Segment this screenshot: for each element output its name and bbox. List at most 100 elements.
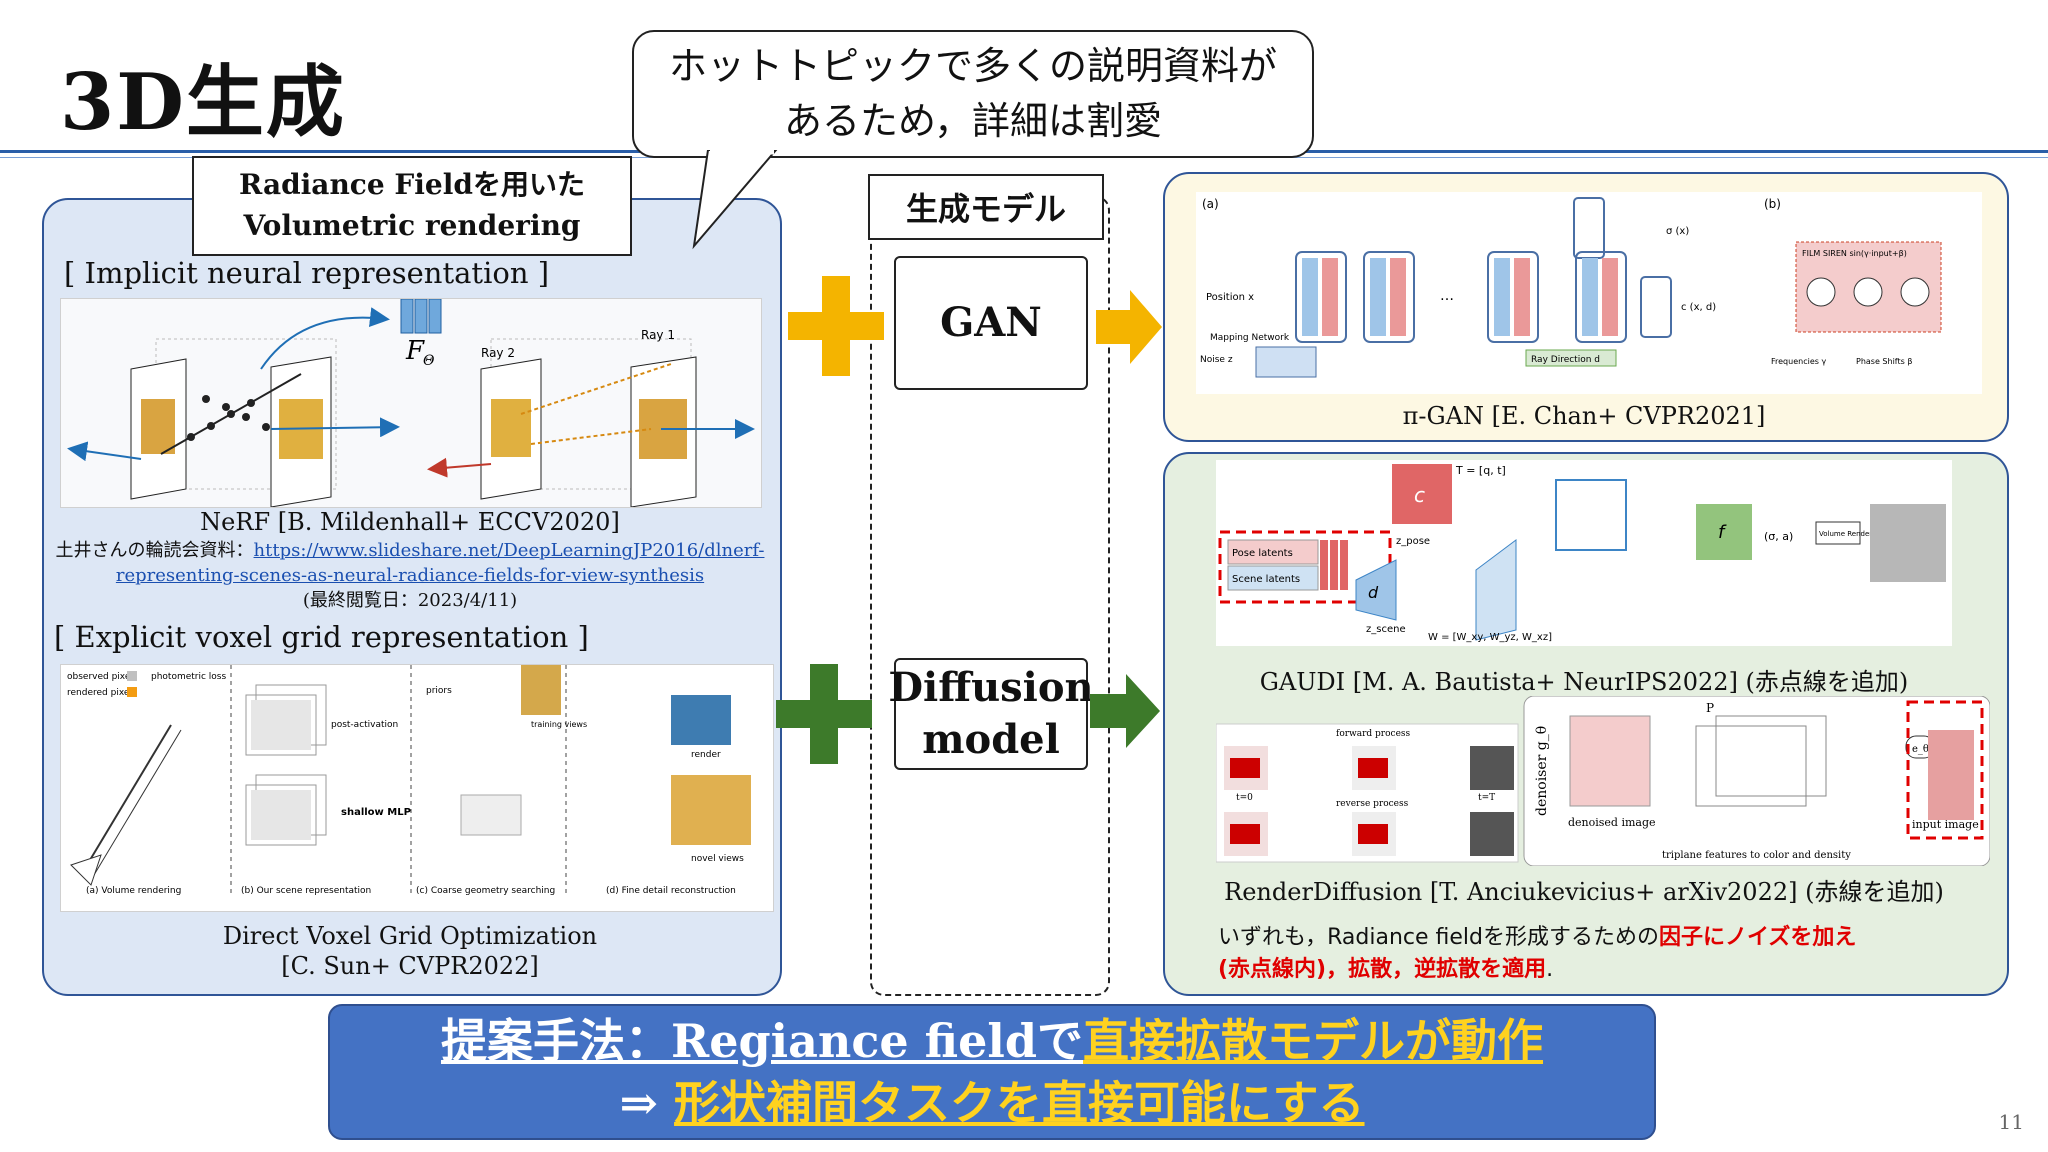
proposal-banner: 提案手法：Regiance fieldで直接拡散モデルが動作 ⇒ 形状補間タスク… xyxy=(328,1004,1656,1140)
dvgo-sub-d: (d) Fine detail reconstruction xyxy=(606,886,736,896)
gaudi-scene-latents: Scene latents xyxy=(1232,574,1300,585)
arrow-gan-icon xyxy=(1096,290,1162,364)
dvgo-priors: priors xyxy=(426,686,452,696)
bubble-line-1: ホットトピックで多くの説明資料が xyxy=(668,43,1277,88)
dvgo-legend-observed: observed pixel xyxy=(67,672,133,682)
plus-gan-icon xyxy=(788,276,884,376)
implicit-heading: [ Implicit neural representation ] xyxy=(64,256,550,290)
ray1-label: Ray 1 xyxy=(641,328,675,342)
pigan-sigma: σ (x) xyxy=(1666,226,1689,237)
note-suffix: . xyxy=(1546,956,1554,982)
gaudi-red-dashed-box xyxy=(1218,530,1392,604)
gaudi-diagram: Pose latents Scene latents c z_pose d z_… xyxy=(1218,464,1946,643)
note-bubble: ホットトピックで多くの説明資料が あるため，詳細は割愛 xyxy=(632,30,1314,158)
gan-box: GAN xyxy=(894,256,1088,390)
bubble-line-2: あるため，詳細は割愛 xyxy=(783,99,1163,143)
dvgo-render: render xyxy=(691,750,721,760)
f-theta-label: F xyxy=(405,336,425,366)
note-red-2: (赤点線内)，拡散，逆拡散を適用 xyxy=(1218,956,1547,982)
gaudi-z-scene: z_scene xyxy=(1366,624,1406,635)
banner-line2-white: ⇒ xyxy=(619,1076,675,1130)
arrow-diffusion-icon xyxy=(1090,674,1160,748)
pigan-figure: (a) (b) Position x Mapping Network Noise… xyxy=(1196,192,1982,394)
rd-tT: t=T xyxy=(1478,793,1495,803)
dvgo-legend-loss: photometric loss xyxy=(151,672,226,682)
field-box-line-2: Volumetric rendering xyxy=(243,209,581,242)
pigan-caption: π-GAN [E. Chan+ CVPR2021] xyxy=(1402,402,1766,430)
diffusion-line-2: model xyxy=(922,716,1060,763)
gaudi-pose-latents: Pose latents xyxy=(1232,548,1293,559)
generative-model-label: 生成モデル xyxy=(868,174,1104,240)
pigan-a: (a) xyxy=(1202,197,1219,211)
renderdiffusion-caption: RenderDiffusion [T. Anciukevicius+ arXiv… xyxy=(1224,878,1944,906)
gaudi-caption: GAUDI [M. A. Bautista+ NeurIPS2022] (赤点線… xyxy=(1259,668,1909,696)
ref-prefix: 土井さんの輪読会資料： xyxy=(55,540,254,561)
pigan-film: FILM SIREN sin(γ·input+β) xyxy=(1802,249,1907,258)
pigan-color: c (x, d) xyxy=(1681,302,1716,313)
gaudi-d: d xyxy=(1368,583,1379,602)
ref-link-line-1[interactable]: https://www.slideshare.net/DeepLearningJ… xyxy=(253,540,765,561)
gaudi-c: c xyxy=(1414,483,1425,507)
nerf-diagram: F Θ Ray 2 Ray 1 xyxy=(67,298,755,508)
field-box-line-1: Radiance Fieldを用いた xyxy=(239,168,585,202)
dvgo-mlp: shallow MLP xyxy=(341,807,411,818)
renderdiffusion-diagram: forward process reverse process t=0 t=T … xyxy=(1215,695,1991,867)
nerf-reference: 土井さんの輪読会資料：https://www.slideshare.net/De… xyxy=(52,538,768,614)
gaudi-f: f xyxy=(1718,522,1727,543)
page-title: 3D生成 xyxy=(60,57,346,148)
dvgo-training-views: training views xyxy=(531,720,587,729)
page-number: 11 xyxy=(1998,1110,2024,1134)
image-plane-thumb xyxy=(141,399,175,454)
rd-denoiser: denoiser g_θ xyxy=(1534,726,1550,816)
bubble-tail xyxy=(692,150,778,250)
gaudi-sigma-a: (σ, a) xyxy=(1764,530,1793,543)
renderdiffusion-figure: forward process reverse process t=0 t=T … xyxy=(1215,695,1991,867)
gaudi-T: T = [q, t] xyxy=(1455,464,1506,477)
pigan-b: (b) xyxy=(1764,197,1781,211)
gaudi-figure: Pose latents Scene latents c z_pose d z_… xyxy=(1216,460,1952,646)
dvgo-sub-a: (a) Volume rendering xyxy=(86,886,181,896)
note-red-1: 因子にノイズを加え xyxy=(1659,925,1857,950)
pigan-position: Position x xyxy=(1206,292,1254,303)
explicit-heading: [ Explicit voxel grid representation ] xyxy=(54,620,589,654)
dvgo-post-activation: post-activation xyxy=(331,720,398,730)
dvgo-legend-rendered: rendered pixel xyxy=(67,688,132,698)
rd-red-dashed-box xyxy=(1906,700,1984,840)
rd-triplane: triplane features to color and density xyxy=(1662,850,1851,861)
pigan-mapping: Mapping Network xyxy=(1210,333,1290,343)
dvgo-novel-views: novel views xyxy=(691,854,744,864)
diffusion-box: Diffusion model xyxy=(888,658,1094,770)
gaudi-W: W = [W_xy, W_yz, W_xz] xyxy=(1428,632,1552,643)
gaudi-vol-render: Volume Rendering xyxy=(1819,530,1883,538)
radiance-field-box: Radiance Fieldを用いた Volumetric rendering xyxy=(192,156,632,256)
pigan-noise: Noise z xyxy=(1200,355,1233,365)
rd-P: P xyxy=(1706,701,1714,715)
pigan-ray-dir: Ray Direction d xyxy=(1531,355,1600,365)
pigan-phase: Phase Shifts β xyxy=(1856,357,1912,366)
nerf-caption: NeRF [B. Mildenhall+ ECCV2020] xyxy=(200,508,620,536)
nerf-figure: F Θ Ray 2 Ray 1 xyxy=(60,298,762,508)
plus-diffusion-icon xyxy=(776,664,872,764)
diffusion-line-1: Diffusion xyxy=(888,664,1094,711)
diffusion-note: いずれも，Radiance fieldを形成するための因子にノイズを加え (赤点… xyxy=(1218,922,1998,986)
rd-t0: t=0 xyxy=(1236,793,1253,803)
gaudi-z-pose: z_pose xyxy=(1396,536,1430,547)
rd-input: input image xyxy=(1912,818,1979,831)
rd-e: e_θ xyxy=(1912,744,1929,755)
dvgo-figure: observed pixel rendered pixel photometri… xyxy=(60,664,774,912)
banner-line2-yellow: 形状補間タスクを直接可能にする xyxy=(674,1076,1365,1130)
dvgo-sub-b: (b) Our scene representation xyxy=(241,886,371,896)
rd-reverse: reverse process xyxy=(1336,799,1409,809)
dvgo-diagram: observed pixel rendered pixel photometri… xyxy=(67,665,751,896)
pigan-freq: Frequencies γ xyxy=(1771,357,1826,366)
dvgo-caption-2: [C. Sun+ CVPR2022] xyxy=(281,952,539,980)
ref-link-line-2[interactable]: representing-scenes-as-neural-radiance-f… xyxy=(115,565,705,587)
theta-subscript: Θ xyxy=(423,353,435,369)
pigan-diagram: (a) (b) Position x Mapping Network Noise… xyxy=(1200,197,1942,378)
ray2-label: Ray 2 xyxy=(481,346,515,360)
rd-forward: forward process xyxy=(1336,729,1411,739)
dvgo-caption-1: Direct Voxel Grid Optimization xyxy=(222,922,598,950)
dvgo-sub-c: (c) Coarse geometry searching xyxy=(416,886,555,896)
rd-denoised: denoised image xyxy=(1568,816,1656,829)
pigan-ellipsis: … xyxy=(1440,288,1454,304)
